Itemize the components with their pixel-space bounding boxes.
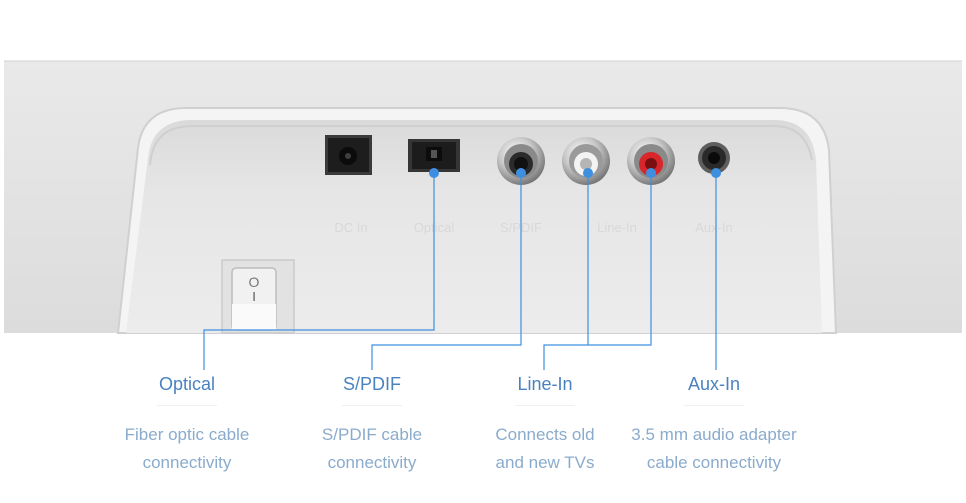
optical-description-line-2: connectivity (142, 453, 232, 472)
line-in-red-dot-marker (646, 168, 656, 178)
spdif-rca-port (497, 137, 545, 185)
switch-off-symbol: O (249, 274, 260, 290)
spdif-label: S/PDIF (342, 374, 401, 394)
spdif-dot-marker (516, 168, 526, 178)
line-in-white-port (562, 137, 610, 185)
spdif-description: S/PDIF cable connectivity (267, 421, 477, 477)
line-in-red-port (627, 137, 675, 185)
line-in-leader-line (543, 173, 652, 370)
aux-in-dot-marker (711, 168, 721, 178)
optical-description-line-1: Fiber optic cable (124, 425, 250, 444)
optical-port (408, 139, 460, 172)
panel-label-aux-in: Aux-In (695, 220, 733, 235)
panel-label-line-in: Line-In (597, 220, 637, 235)
spdif-description-line-2: connectivity (327, 453, 417, 472)
optical-description: Fiber optic cable connectivity (82, 421, 292, 477)
optical-leader-line (203, 173, 435, 370)
spdif-divider (342, 405, 402, 406)
line-in-description-line-1: Connects old (495, 425, 595, 444)
line-in-divider (515, 405, 575, 406)
line-in-white-dot-marker (583, 168, 593, 178)
aux-in-port (698, 142, 730, 174)
optical-label: Optical (158, 374, 216, 394)
aux-in-description-line-2: cable connectivity (646, 453, 782, 472)
aux-in-description: 3.5 mm audio adapter cable connectivity (609, 421, 819, 477)
optical-dot-marker (429, 168, 439, 178)
power-switch: O I (221, 259, 295, 334)
spdif-leader-line (371, 173, 522, 370)
aux-in-label: Aux-In (687, 374, 741, 394)
aux-in-divider (684, 405, 744, 406)
optical-divider (157, 405, 217, 406)
line-in-label: Line-In (517, 374, 573, 394)
spdif-description-line-1: S/PDIF cable (321, 425, 423, 444)
line-in-description-line-2: and new TVs (495, 453, 595, 472)
dc-in-port (325, 135, 372, 175)
line-in-description: Connects old and new TVs (440, 421, 650, 477)
panel-label-dc-in: DC In (334, 220, 367, 235)
switch-on-symbol: I (252, 289, 256, 304)
aux-in-description-line-1: 3.5 mm audio adapter (631, 425, 797, 444)
